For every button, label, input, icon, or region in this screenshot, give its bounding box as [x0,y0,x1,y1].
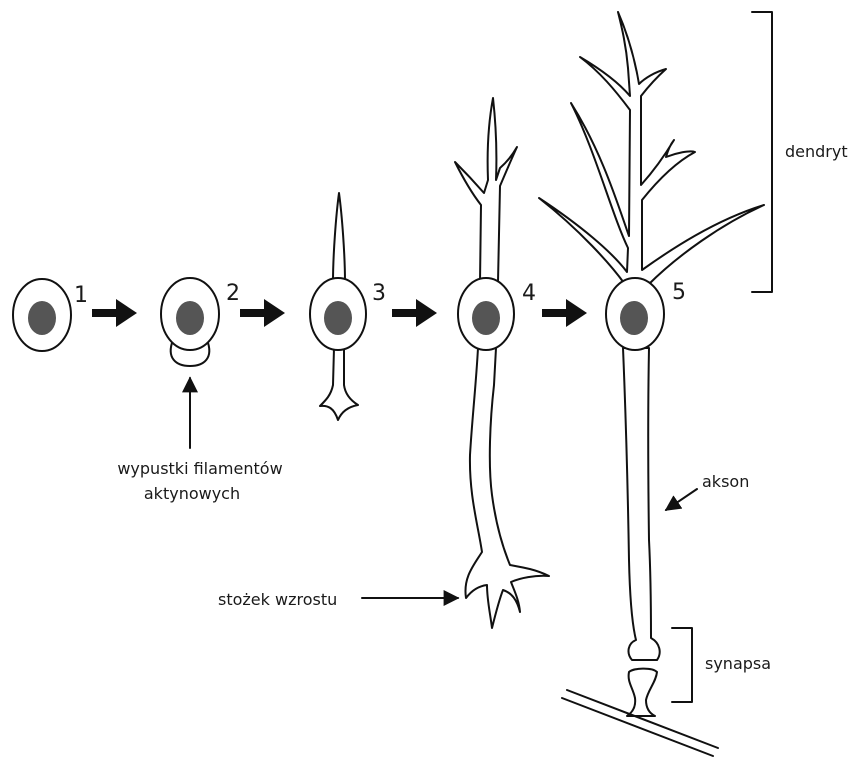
stage-4-number: 4 [522,281,536,306]
stage-3-cell [310,193,366,420]
arrow-2-3 [240,299,285,327]
synapse-label: synapsa [705,654,771,673]
arrow-1-2 [92,299,137,327]
synapse-bracket [672,628,692,702]
stage-4-cell [455,98,549,628]
dendrite-tree [539,12,764,285]
stage-5-cell [539,12,764,756]
arrow-3-4 [392,299,437,327]
postsynaptic-terminal [627,669,657,716]
growth-cone-label: stożek wzrostu [218,590,337,609]
axon-pointer-arrow [666,489,697,510]
nucleus [176,301,204,335]
nucleus [324,301,352,335]
stage-3-number: 3 [372,281,386,306]
stage-2-cell [161,278,219,366]
stage-5-number: 5 [672,280,686,305]
actin-label-line2: aktynowych [144,484,240,503]
dendrite-label: dendryt [785,142,848,161]
nucleus [620,301,648,335]
stage-1-cell [13,279,71,351]
dendrite-bracket [752,12,772,292]
nucleus [28,301,56,335]
actin-label-line1: wypustki filamentów [117,459,282,478]
arrow-4-5 [542,299,587,327]
nucleus [472,301,500,335]
axon-label: akson [702,472,749,491]
stage-2-number: 2 [226,281,240,306]
stage-1-number: 1 [74,283,88,308]
axon [623,348,660,660]
